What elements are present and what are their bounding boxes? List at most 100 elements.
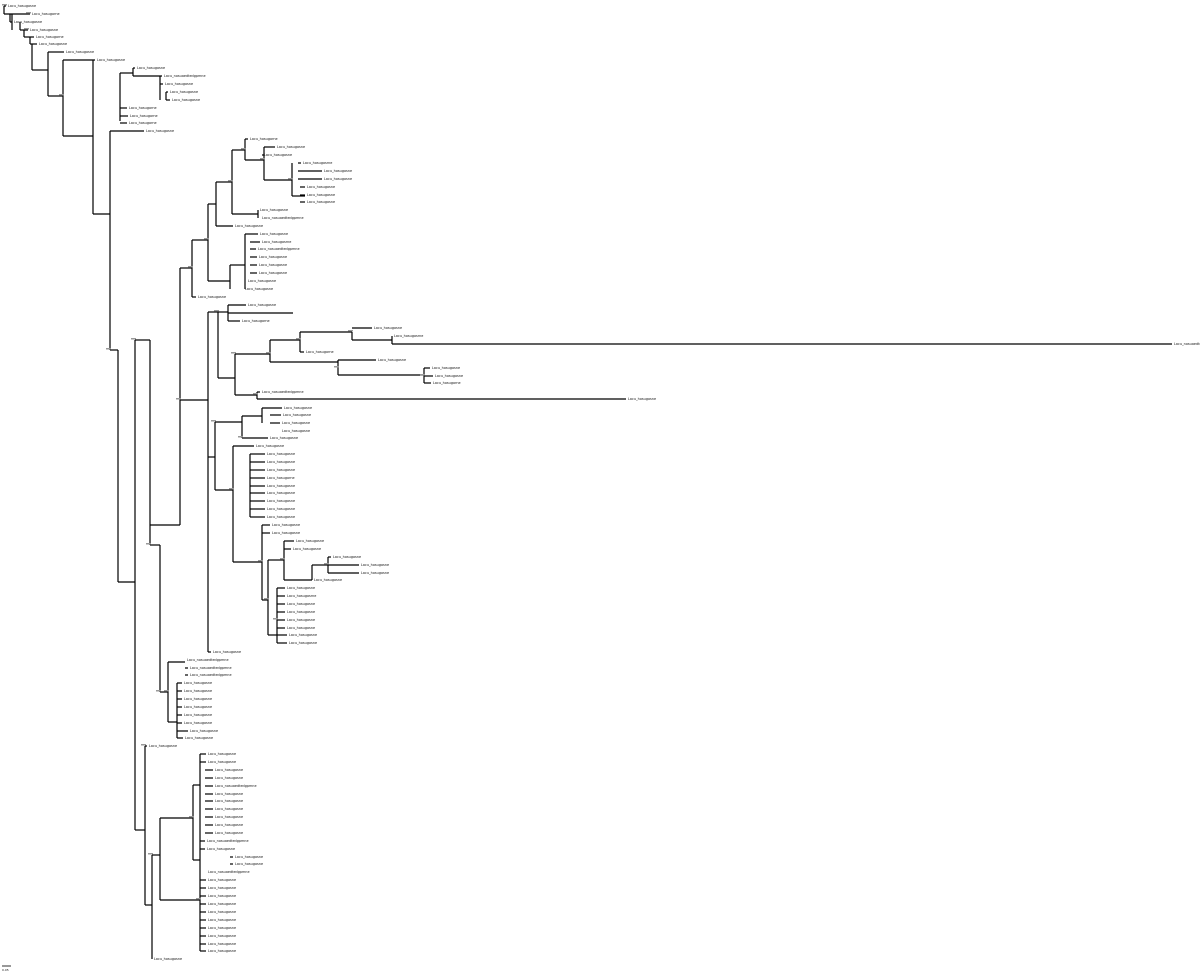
support-value (156, 690, 161, 692)
leaf-label: Lacu_hosugorne (267, 476, 295, 480)
leaf-label: Lacu_hosugosne (259, 271, 287, 275)
leaf-label: Lacu_hosugosne (272, 523, 300, 527)
leaf-label: Lacu_hosugosrne (394, 334, 423, 338)
support-value (266, 352, 271, 354)
leaf-label: Lacu_hosugosne (97, 58, 125, 62)
support-value (280, 558, 285, 560)
leaf-label: Lacu_hosugosne (248, 303, 276, 307)
leaf-label: Lacu_hosugosne (307, 185, 335, 189)
leaf-label: Lacu_hosugosne (282, 429, 310, 433)
leaf-label: Lacu_hosugosne (287, 602, 315, 606)
leaf-label: Lacu_hosugosne (324, 169, 352, 173)
leaf-label: Lacu_hosugosne (185, 736, 213, 740)
leaf-label: Lacu_hosugosne (277, 145, 305, 149)
leaf-label: Lacu_hosugosne (289, 633, 317, 637)
support-value (59, 94, 64, 96)
leaf-label: Lacu_hosugosne (270, 436, 298, 440)
leaf-label: Lacu_hosugosne (361, 563, 389, 567)
leaf-label: Lacu_hosugorne (130, 114, 158, 118)
leaf-label: Lacu_hosugosne (208, 942, 236, 946)
leaf-label: Lacu_hosugosrne (262, 240, 291, 244)
leaf-label: Lacu_hosugorne (433, 381, 461, 385)
leaf-label: Lacu_hosugosne (208, 918, 236, 922)
leaf-label: Lacu_hosugosne (245, 287, 273, 291)
leaf-label: Lacu_hosugosne (215, 768, 243, 772)
leaf-label: Lacu_hosugosne (198, 295, 226, 299)
leaf-label: Lacu_hosugosne (289, 641, 317, 645)
leaf-label: Lacu_hosugosne (267, 484, 295, 488)
leaf-label: Lacu_hosugosne (165, 82, 193, 86)
leaf-label: Lacu_hosugosne (208, 894, 236, 898)
leaf-label: Lacu_hosugosne (235, 862, 263, 866)
leaf-label: Lacu_hosugosne (190, 729, 218, 733)
leaf-label: Lacu_hosugosne (208, 878, 236, 882)
support-value (189, 816, 194, 818)
support-value (348, 330, 353, 332)
leaf-label: Lacu_hosugosne (333, 555, 361, 559)
leaf-label: Lacu_hosugosne (30, 28, 58, 32)
leaf-label: Lacu_hosugosne (267, 507, 295, 511)
leaf-label: Lacu_hosugosne (260, 208, 288, 212)
leaf-label: Lacu_hosugosne (307, 193, 335, 197)
leaf-label: Lacu_hosugosne (284, 406, 312, 410)
scale-bar: 0.05 (2, 965, 11, 972)
leaf-label: Lacu_hosugosne (149, 744, 177, 748)
support-value (288, 178, 293, 180)
leaf-label: Lacu_hosugosne (282, 421, 310, 425)
leaf-label: Lacu_hosugosne (215, 799, 243, 803)
leaf-label: Lacu_hosugosne (628, 397, 656, 401)
leaf-label: Lacu_hosugosne (208, 949, 236, 953)
leaf-label: Lacu_hosugosne (267, 452, 295, 456)
support-value (176, 398, 181, 400)
leaf-label: Lacu_hosugorne (129, 106, 157, 110)
support-value (253, 393, 258, 395)
leaf-label: Lacu_nosuaedtedgpmne (190, 673, 232, 677)
leaf-label: Lacu_hosugosne (215, 831, 243, 835)
leaf-label: Lacu_hosugosne (324, 177, 352, 181)
leaf-label: Lacu_nosuaedtedgpmne (262, 216, 304, 220)
leaf-label: Lacu_nosuaedtedgpmne (262, 390, 304, 394)
leaf-label: Lacu_hosugosne (267, 491, 295, 495)
leaf-label: Lacu_hosugosne (264, 153, 292, 157)
support-value (141, 744, 146, 746)
leaf-label: Lacu_hosugosne (378, 358, 406, 362)
leaf-label: Lacu_nosuaedtedgpmne (207, 839, 249, 843)
support-value (2, 4, 7, 6)
leaf-label: Lacu_hosugosne (307, 200, 335, 204)
leaf-label: Lacu_nosuaedtedgpmne (208, 870, 250, 874)
support-value (238, 436, 243, 438)
leaf-label: Lacu_hosugosne (213, 650, 241, 654)
leaf-label: Lacu_hosugosne (235, 224, 263, 228)
leaf-label: Lacu_hosugosne (215, 776, 243, 780)
support-value (231, 352, 236, 354)
leaf-label: Lacu_hosugosne (172, 98, 200, 102)
leaf-label: Lacu_hosugosne (208, 934, 236, 938)
leaf-label: Lacu_hosugosne (287, 586, 315, 590)
leaf-label: Lacu_hosugosne (272, 531, 300, 535)
leaf-label: Lacu_hosugosne (287, 610, 315, 614)
leaf-label: Lacu_hosugosrne (287, 594, 316, 598)
support-value (131, 338, 136, 340)
leaf-label: Lacu_hosugosne (235, 855, 263, 859)
leaf-label: Lacu_hosugosne (170, 90, 198, 94)
leaf-label: Lacu_hosugosne (215, 807, 243, 811)
scale-bar-label: 0.05 (2, 968, 9, 972)
leaf-label: Lacu_hosugosne (267, 468, 295, 472)
leaf-label: Lacu_hosugosne (374, 326, 402, 330)
support-value (296, 338, 301, 340)
leaf-label: Lacu_hosugosne (256, 444, 284, 448)
leaf-label: Lacu_hosugosne (154, 957, 182, 961)
leaf-label: Lacu_hosugosne (287, 626, 315, 630)
leaf-label: Lacu_hosugosne (296, 539, 324, 543)
leaf-label: Lacu_hosugosne (137, 66, 165, 70)
support-value (420, 374, 425, 376)
support-value (258, 560, 263, 562)
leaf-label: Lacu_hosugosne (207, 847, 235, 851)
leaf-label: Lacu_hosugosne (361, 571, 389, 575)
leaf-label: Lacu_hosugosne (208, 902, 236, 906)
leaf-label: Lacu_hosugosne (8, 4, 36, 8)
support-value (229, 488, 234, 490)
leaf-label: Lacu_nosuaedtedgpmne (164, 74, 206, 78)
support-value (334, 366, 339, 368)
tree-branches (3, 5, 1172, 959)
